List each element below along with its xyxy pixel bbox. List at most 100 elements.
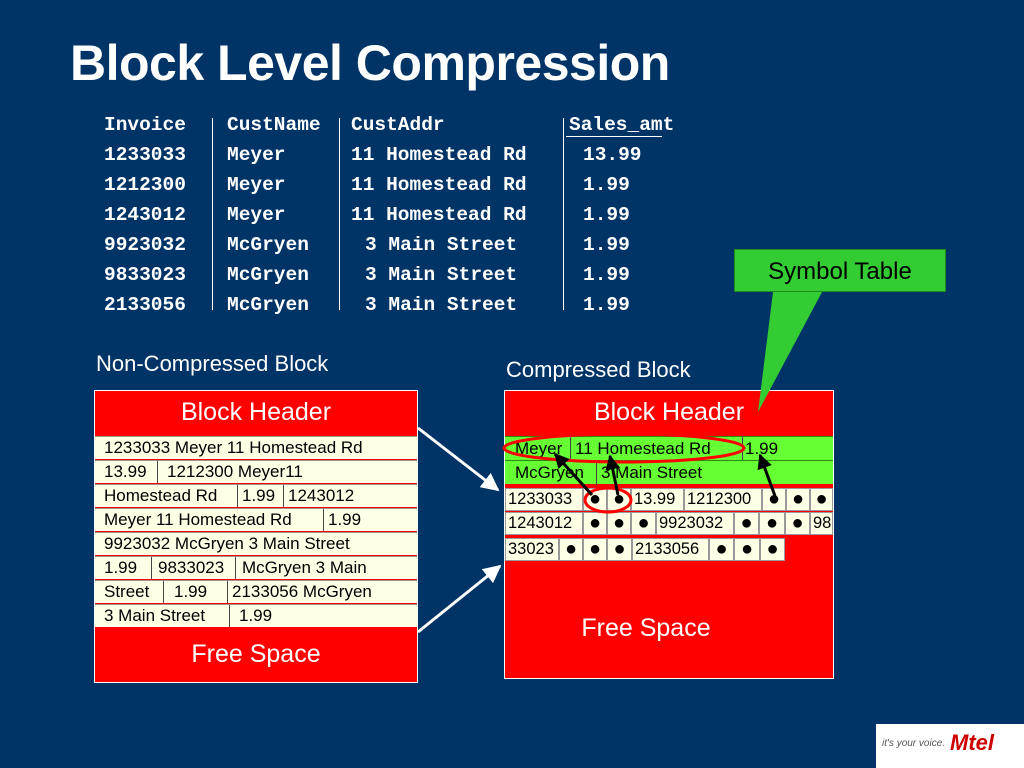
cell-custaddr: 3 Main Street [365, 234, 518, 256]
data-cell: 1243012 [505, 512, 583, 535]
free-space-label: Free Space [191, 640, 321, 668]
block-row: 3 Main Street 1.99 [95, 604, 417, 627]
symbol-entry: 11 Homestead Rd [575, 439, 711, 458]
free-space-label: Free Space [581, 614, 711, 642]
block-row: 1.99 9833023 McGryen 3 Main [95, 556, 417, 579]
compressed-block-label: Compressed Block [506, 357, 691, 382]
block-row: Street 1.99 2133056 McGryen [95, 580, 417, 603]
symbol-pointer-dot: ● [786, 488, 810, 511]
cell-custaddr: 11 Homestead Rd [351, 174, 527, 196]
row-segment: 1.99 [323, 509, 417, 531]
column-divider [212, 118, 213, 310]
cell-invoice: 1233033 [104, 144, 186, 166]
row-segment: 1.99 [237, 485, 283, 507]
block-row: Homestead Rd 1.99 1243012 [95, 484, 417, 507]
symbol-pointer-dot: ● [607, 538, 632, 561]
row-segment: 1.99 [229, 605, 417, 627]
column-divider [563, 118, 564, 310]
cell-invoice: 2133056 [104, 294, 186, 316]
pointer-arrow [757, 453, 777, 497]
data-cell: 98 [810, 512, 833, 535]
symbol-pointer-dot: ● [583, 538, 607, 561]
block-row: 1233033 Meyer 11 Homestead Rd [95, 436, 417, 459]
pointer-arrow [553, 452, 594, 497]
column-header: Sales_amt [569, 114, 675, 136]
data-cell: 1233033 [505, 488, 583, 511]
cell-sales-amt: 1.99 [583, 174, 630, 196]
row-segment: 1.99 [163, 581, 227, 603]
symbol-pointer-dot: ● [785, 512, 810, 535]
row-segment: 2133056 McGryen [227, 581, 417, 603]
symbol-pointer-dot: ● [709, 538, 734, 561]
symbol-pointer-dot: ● [631, 512, 656, 535]
pointer-arrow [605, 454, 621, 496]
row-segment: 3 Main Street [104, 606, 206, 625]
symbol-entry: Meyer [515, 439, 563, 458]
column-header: CustAddr [351, 114, 445, 136]
column-divider [339, 118, 340, 310]
arrow-to-compressed-top [417, 426, 500, 492]
symbol-pointer-dot: ● [762, 488, 786, 511]
row-segment: McGryen 3 Main [235, 557, 417, 579]
block-row: Meyer 11 Homestead Rd 1.99 [95, 508, 417, 531]
header-underline [566, 136, 662, 137]
symbol-pointer-dot: ● [734, 538, 760, 561]
row-segment: 9923032 McGryen 3 Main Street [104, 534, 350, 553]
cell-sales-amt: 1.99 [583, 234, 630, 256]
symbol-divider [570, 437, 571, 461]
mtel-logo: it's your voice. Mtel [876, 724, 1024, 768]
block-row: 9923032 McGryen 3 Main Street [95, 532, 417, 555]
row-segment: 1243012 [283, 485, 417, 507]
symbol-pointer-dot: ● [810, 488, 833, 511]
block-header: Block Header [505, 391, 833, 433]
cell-custaddr: 3 Main Street [365, 264, 518, 286]
data-cell: 1212300 [684, 488, 762, 511]
cell-sales-amt: 1.99 [583, 294, 630, 316]
row-segment: 1212300 Meyer11 [157, 461, 417, 483]
row-segment: Street [104, 582, 150, 601]
symbol-entry: 1.99 [745, 439, 779, 458]
column-header: Invoice [104, 114, 186, 136]
cell-invoice: 9923032 [104, 234, 186, 256]
data-cell: 33023 [505, 538, 559, 561]
symbol-entry: 3 Main Street [601, 463, 703, 482]
cell-custname: Meyer [227, 144, 286, 166]
row-segment: Homestead Rd [104, 486, 218, 505]
highlight-ellipse [502, 432, 746, 464]
symbol-row: Meyer 11 Homestead Rd 1.99 [505, 436, 833, 461]
cell-custaddr: 3 Main Street [365, 294, 518, 316]
symbol-pointer-dot: ● [607, 512, 631, 535]
symbol-pointer-dot: ● [759, 512, 785, 535]
cell-custaddr: 11 Homestead Rd [351, 144, 527, 166]
cell-sales-amt: 1.99 [583, 264, 630, 286]
non-compressed-block-label: Non-Compressed Block [96, 351, 329, 376]
data-cell: 13.99 [631, 488, 684, 511]
cell-custname: McGryen [227, 264, 309, 286]
symbol-divider [596, 461, 597, 485]
column-header: CustName [227, 114, 321, 136]
symbol-pointer-dot: ● [734, 512, 759, 535]
cell-invoice: 9833023 [104, 264, 186, 286]
logo-wordmark: Mtel [950, 730, 994, 755]
cell-custname: McGryen [227, 294, 309, 316]
block-header: Block Header [95, 391, 417, 433]
cell-sales-amt: 1.99 [583, 204, 630, 226]
data-cell: 2133056 [632, 538, 709, 561]
callout-pointer [758, 292, 822, 412]
logo-tagline: it's your voice. [882, 738, 946, 749]
page-title: Block Level Compression [70, 35, 670, 91]
cell-custname: Meyer [227, 174, 286, 196]
symbol-pointer-dot: ● [559, 538, 583, 561]
row-segment: 9833023 [151, 557, 235, 579]
row-segment: 13.99 [104, 462, 147, 481]
cell-custname: McGryen [227, 234, 309, 256]
cell-custaddr: 11 Homestead Rd [351, 204, 527, 226]
symbol-pointer-dot: ● [760, 538, 785, 561]
data-cell: 9923032 [656, 512, 734, 535]
cell-sales-amt: 13.99 [583, 144, 642, 166]
row-segment: 1.99 [104, 558, 138, 577]
cell-invoice: 1212300 [104, 174, 186, 196]
row-segment: 1233033 Meyer 11 Homestead Rd [104, 438, 363, 457]
row-segment: Meyer 11 Homestead Rd [104, 510, 292, 529]
